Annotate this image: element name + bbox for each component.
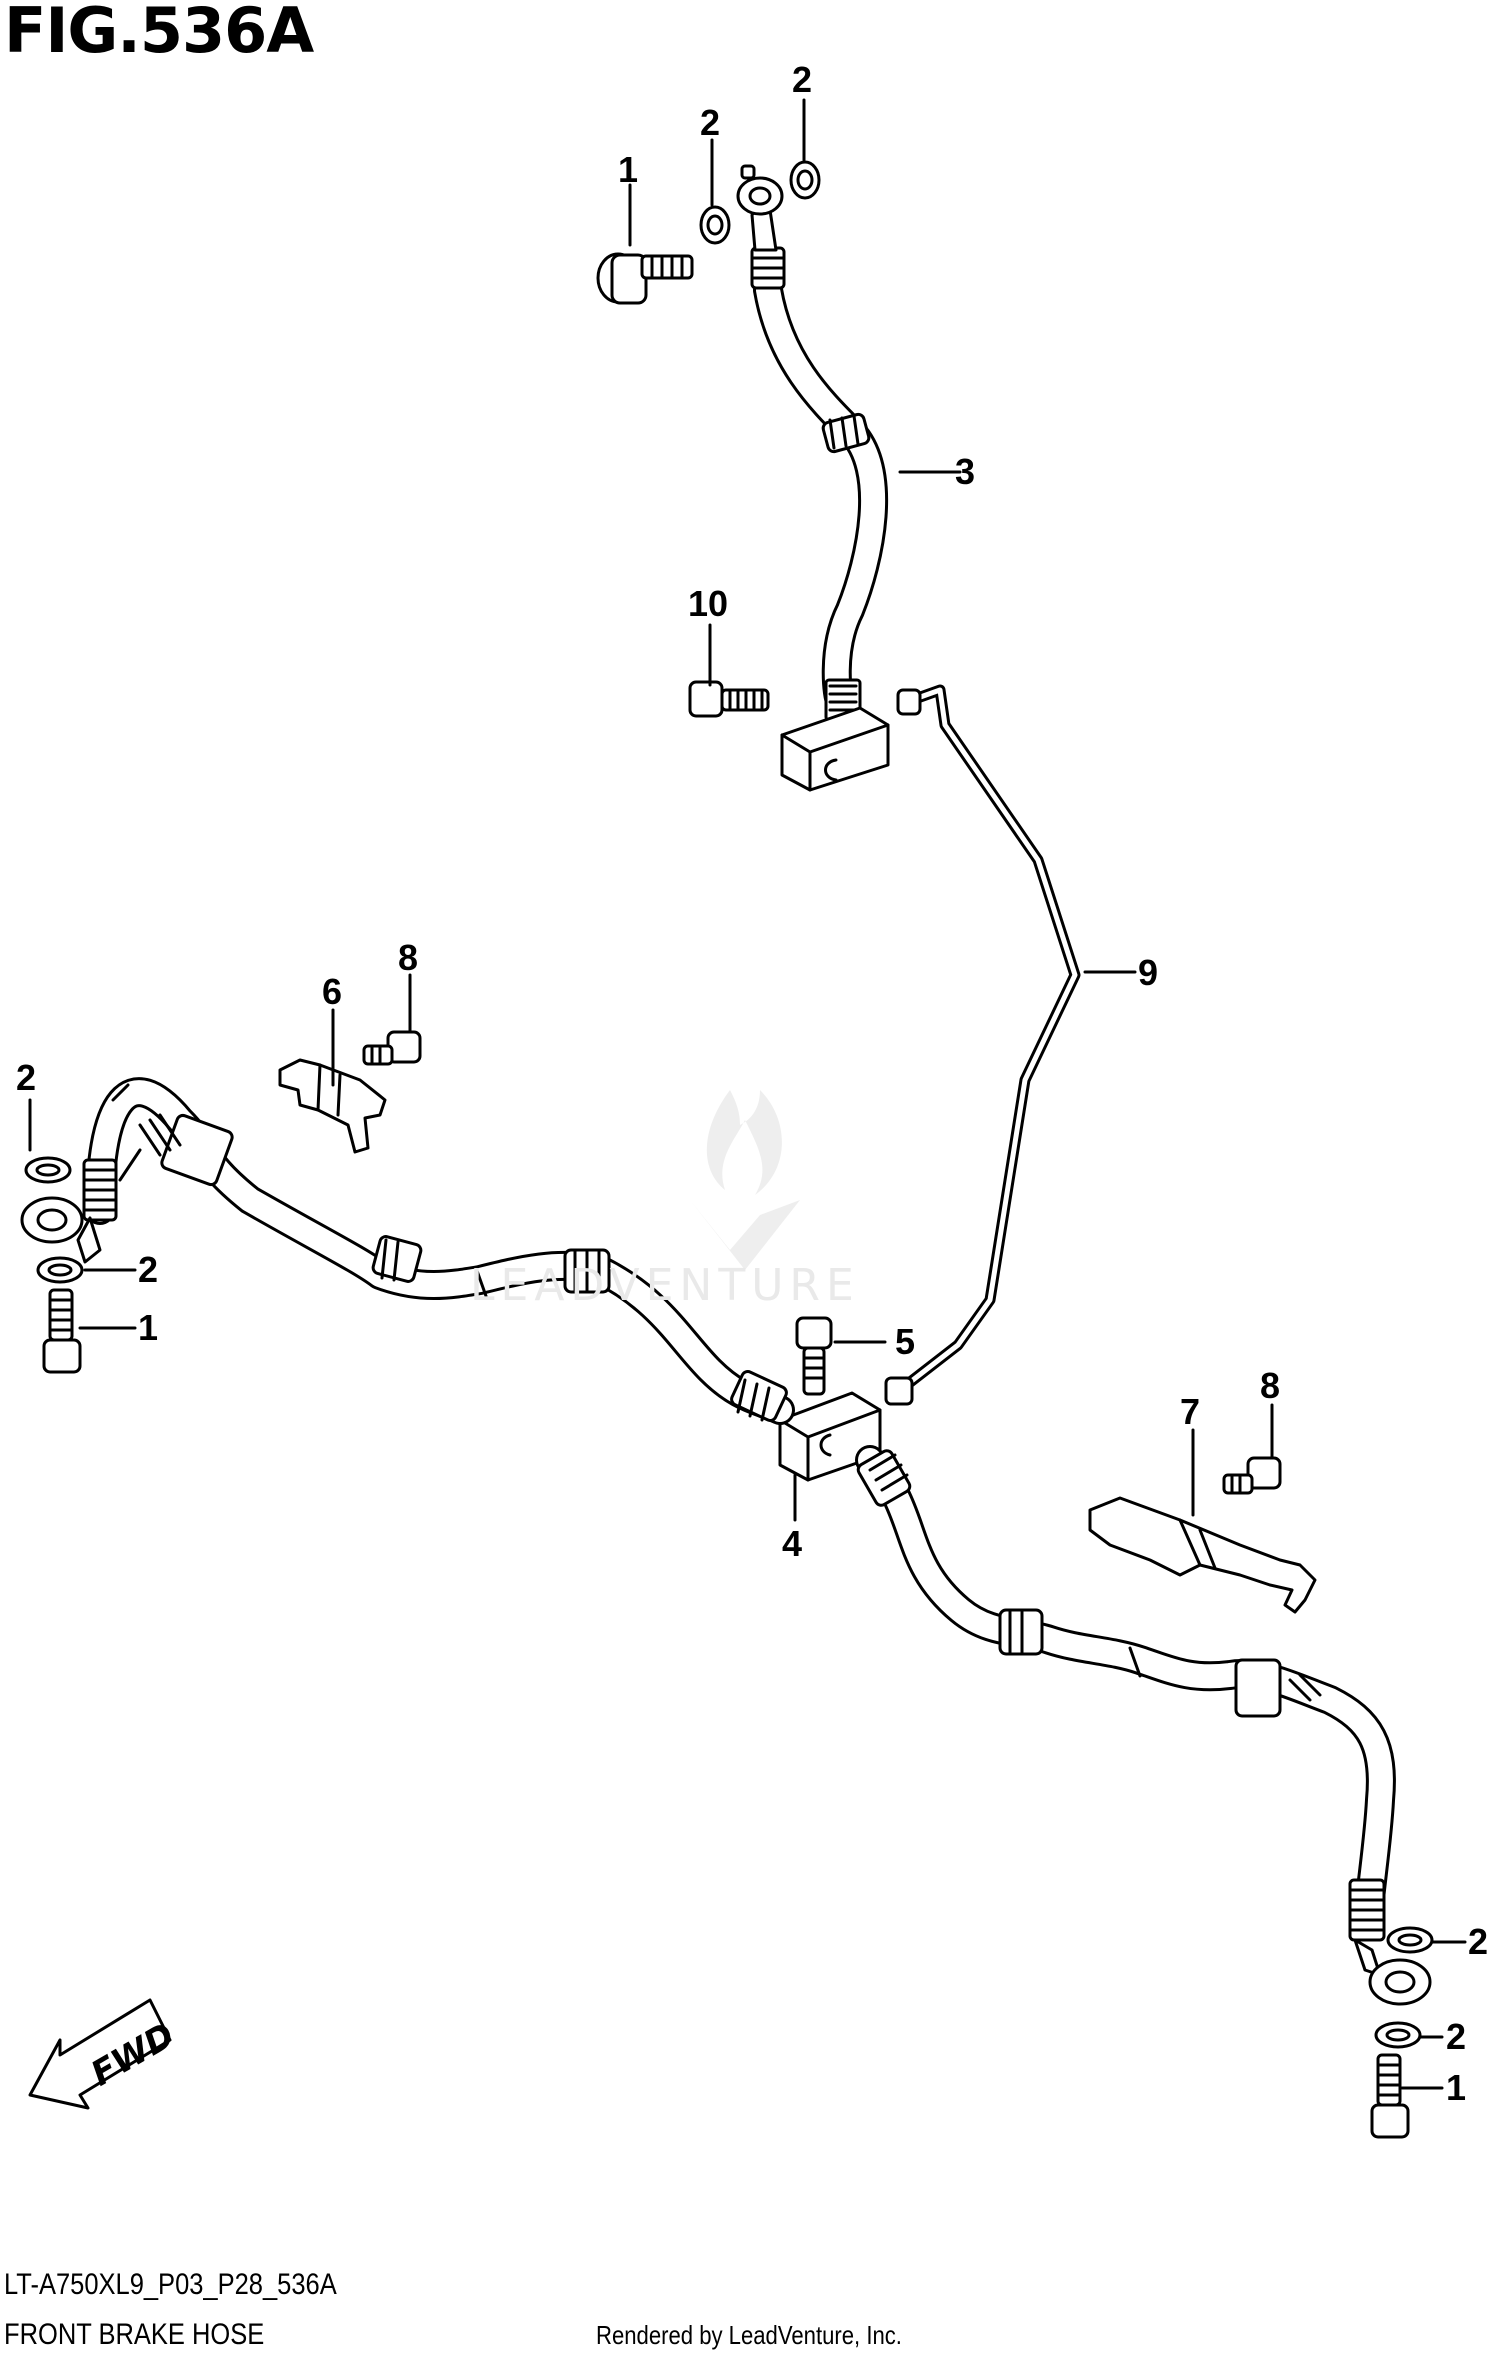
model-code: LT-A750XL9_P03_P28_536A bbox=[4, 2268, 337, 2301]
right-bolt-8[interactable] bbox=[1222, 1456, 1282, 1495]
figure-name: FRONT BRAKE HOSE bbox=[4, 2318, 265, 2351]
watermark-text: LEADVENTURE bbox=[470, 1260, 860, 1311]
upper-joint-block[interactable] bbox=[780, 706, 890, 792]
callout-2-right-lower: 2 bbox=[1446, 2016, 1466, 2057]
brake-pipe[interactable] bbox=[884, 684, 1081, 1406]
right-washer-lower[interactable] bbox=[1374, 2021, 1422, 2049]
bolt-5[interactable] bbox=[795, 1316, 833, 1396]
figure-title: FIG.536A bbox=[4, 0, 314, 67]
left-washer-upper[interactable] bbox=[24, 1156, 72, 1184]
callout-1-right: 1 bbox=[1446, 2067, 1466, 2108]
callout-8-left: 8 bbox=[398, 937, 418, 978]
left-washer-lower[interactable] bbox=[36, 1256, 84, 1284]
callout-1-left: 1 bbox=[138, 1307, 158, 1348]
right-brake-hose[interactable] bbox=[855, 1445, 1396, 1977]
callout-3: 3 bbox=[955, 451, 975, 492]
left-banjo-fitting[interactable] bbox=[20, 1196, 84, 1244]
leader-lines bbox=[28, 98, 1467, 2090]
bolt-10[interactable] bbox=[688, 680, 770, 718]
watermark-logo bbox=[690, 1090, 800, 1270]
callout-2-right-upper: 2 bbox=[1468, 1921, 1488, 1962]
fwd-arrow: FWD bbox=[28, 1998, 181, 2110]
callout-6: 6 bbox=[322, 971, 342, 1012]
callout-9: 9 bbox=[1138, 952, 1158, 993]
left-bolt-1[interactable] bbox=[42, 1288, 82, 1374]
callout-2-left-upper: 2 bbox=[16, 1057, 36, 1098]
callout-2-upper-right: 2 bbox=[792, 59, 812, 100]
upper-washer-left[interactable] bbox=[699, 205, 731, 245]
right-washer-upper[interactable] bbox=[1386, 1926, 1434, 1954]
callout-5: 5 bbox=[895, 1321, 915, 1362]
right-banjo-fitting[interactable] bbox=[1368, 1958, 1432, 2006]
callout-4: 4 bbox=[782, 1523, 802, 1564]
upper-washer-right[interactable] bbox=[789, 160, 821, 200]
right-clamp-7[interactable] bbox=[1088, 1496, 1317, 1614]
left-brake-hose[interactable] bbox=[76, 1077, 795, 1425]
upper-bolt-1[interactable] bbox=[596, 252, 694, 305]
callout-8-right: 8 bbox=[1260, 1365, 1280, 1406]
callout-10: 10 bbox=[688, 583, 728, 624]
left-bolt-8[interactable] bbox=[362, 1030, 422, 1066]
render-credit: Rendered by LeadVenture, Inc. bbox=[596, 2320, 902, 2350]
callout-2-left-lower: 2 bbox=[138, 1249, 158, 1290]
right-bolt-1[interactable] bbox=[1370, 2053, 1410, 2139]
callout-1-upper: 1 bbox=[618, 149, 638, 190]
callout-7: 7 bbox=[1180, 1391, 1200, 1432]
callout-2-upper-left: 2 bbox=[700, 102, 720, 143]
upper-brake-hose[interactable] bbox=[736, 164, 889, 722]
